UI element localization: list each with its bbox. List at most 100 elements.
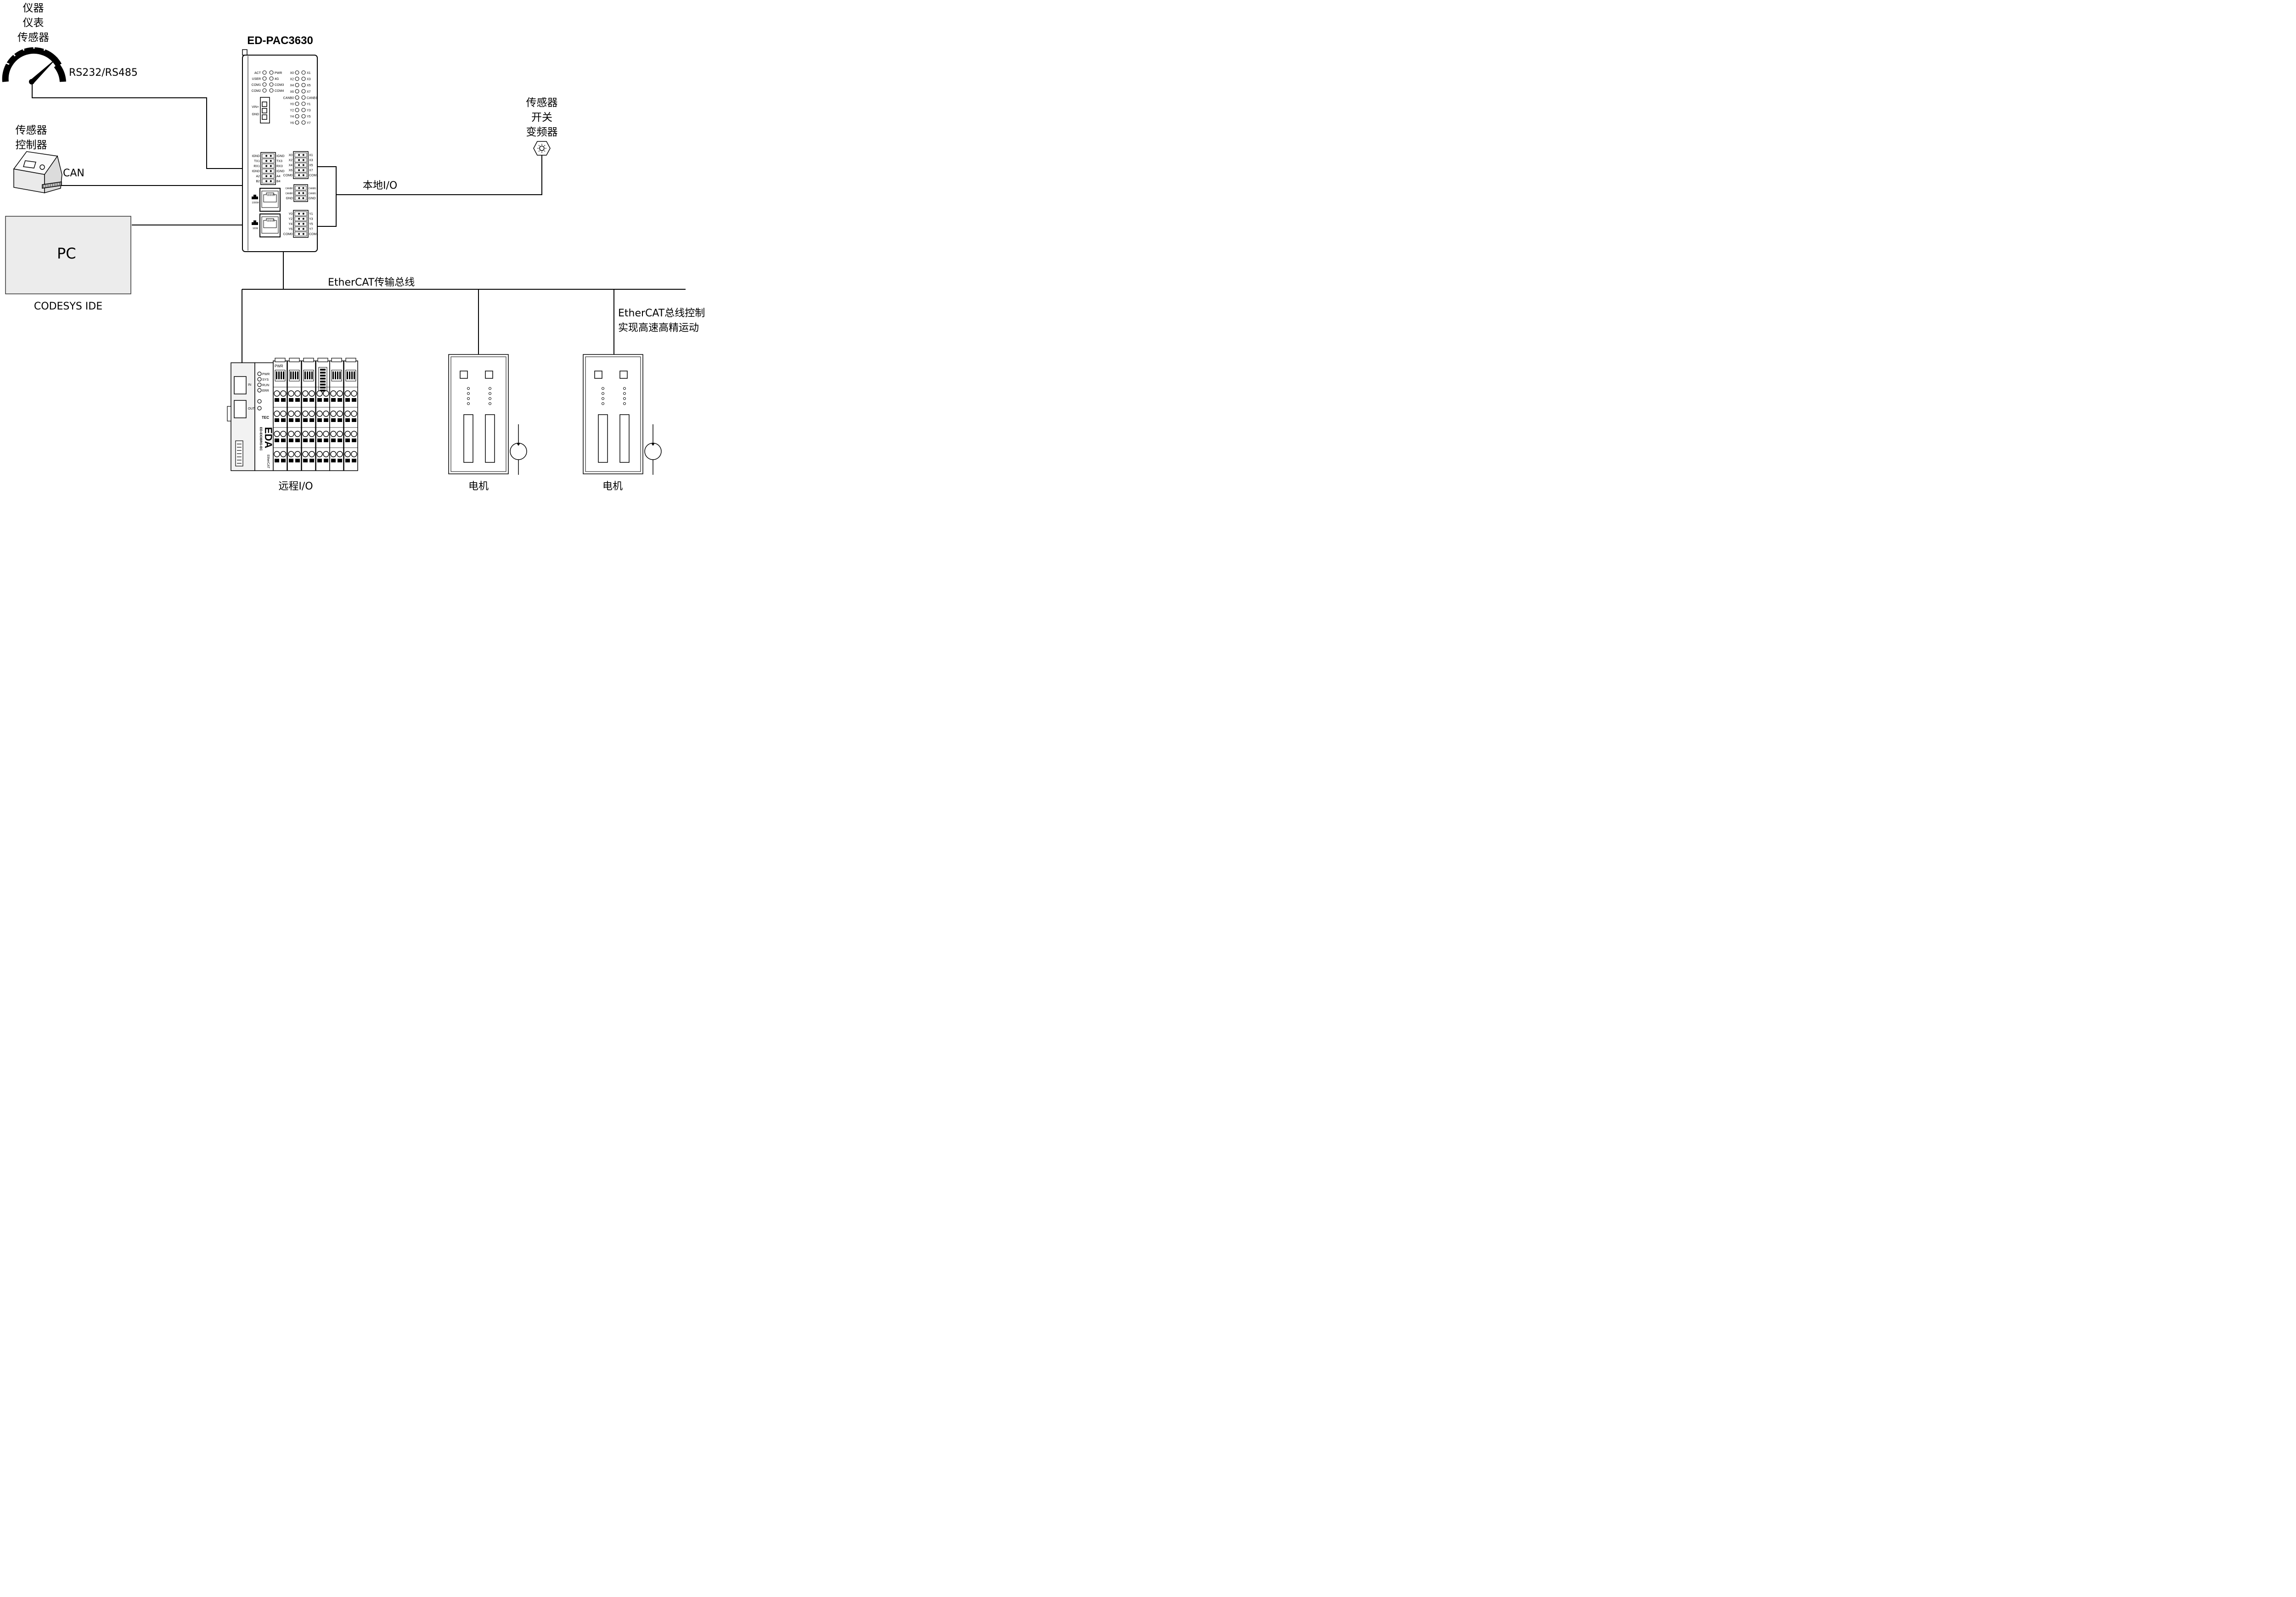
- led-indicator: [295, 114, 299, 118]
- led-label: Y2: [290, 109, 294, 112]
- controller-title: ED-PAC3630: [247, 34, 313, 47]
- drive-led: [489, 397, 491, 400]
- terminal-screw: [298, 169, 300, 171]
- spring-terminal: [337, 410, 343, 417]
- sensor-switch-line: 传感器: [526, 97, 558, 109]
- terminal-slot: [294, 157, 307, 163]
- module-led: [351, 371, 353, 379]
- led-indicator: [295, 95, 299, 100]
- led-label: X5: [307, 84, 311, 87]
- ethercat-bus-label: EtherCAT传输总线: [328, 277, 415, 288]
- coupler-led: [257, 371, 262, 376]
- led-indicator: [301, 83, 306, 87]
- module-led: [297, 371, 298, 379]
- module-led: [349, 371, 350, 379]
- spring-terminal: [302, 390, 309, 397]
- terminal-label: IGND: [276, 170, 285, 173]
- terminal-label: Y4: [288, 223, 293, 226]
- instrument-line: 传感器: [17, 32, 49, 44]
- spring-terminal: [288, 431, 294, 437]
- module-led: [332, 371, 334, 379]
- ethernet-socket: [263, 192, 277, 202]
- spring-terminal: [337, 390, 343, 397]
- spring-terminal: [337, 451, 343, 457]
- led-label: X3: [307, 78, 311, 81]
- led-label: X1: [307, 72, 311, 75]
- led-indicator: [295, 120, 299, 125]
- led-label: Y7: [307, 122, 311, 125]
- led-label: X0: [290, 72, 294, 75]
- led-indicator: [295, 70, 299, 75]
- pc-box: [5, 216, 131, 294]
- terminal-screw: [298, 218, 300, 220]
- terminal-slot: [294, 168, 307, 173]
- drive-led: [602, 402, 604, 405]
- terminal-screw: [298, 174, 300, 176]
- module-led: [347, 371, 348, 379]
- led-label: COM2: [252, 90, 261, 93]
- led-label: X6: [290, 90, 294, 94]
- terminal-slot: [294, 163, 307, 168]
- led-indicator: [269, 76, 274, 81]
- terminal-screw: [265, 180, 268, 182]
- module-led: [295, 371, 296, 379]
- module-led-panel: [345, 370, 356, 382]
- terminal-label: TX3: [276, 160, 282, 163]
- led-label: Y0: [290, 103, 294, 106]
- terminal-slot: [303, 418, 308, 422]
- terminal-label: COM1: [309, 233, 318, 236]
- ethernet-socket: [263, 218, 277, 228]
- spring-terminal: [309, 390, 315, 397]
- terminal-screw: [265, 170, 268, 172]
- terminal-screw: [302, 174, 304, 176]
- terminal-label: A2: [256, 175, 260, 178]
- network-icon: [252, 197, 258, 199]
- dip-switch: [320, 389, 326, 392]
- spring-terminal: [344, 410, 351, 417]
- terminal-slot: [338, 398, 342, 402]
- terminal-screw: [270, 165, 272, 167]
- dip-switch: [320, 375, 326, 377]
- drive-inner-frame: [450, 356, 506, 472]
- terminal-label: Y0: [288, 213, 293, 216]
- drive-led: [467, 392, 470, 395]
- terminal-label: RX1: [253, 165, 260, 168]
- terminal-label: Y5: [309, 223, 313, 226]
- terminal-slot: [295, 439, 300, 442]
- terminal-label: X7: [309, 169, 313, 172]
- dip-switch: [320, 371, 326, 374]
- coupler-led-label: RUN: [262, 384, 269, 387]
- ethercat-note: EtherCAT总线控制 实现高速高精运动: [618, 306, 705, 336]
- sensor-switch-line: 开关: [531, 112, 552, 124]
- spring-terminal: [351, 451, 357, 457]
- module-led: [307, 371, 308, 379]
- ethercat-in-port: [234, 376, 247, 394]
- terminal-slot: [294, 152, 307, 157]
- spring-terminal: [288, 451, 294, 457]
- spring-terminal: [280, 390, 287, 397]
- led-indicator: [301, 120, 306, 125]
- terminal-slot: [275, 418, 279, 422]
- led-indicator: [301, 95, 306, 100]
- led-indicator: [301, 77, 306, 81]
- io-module-latch: [303, 358, 314, 362]
- terminal-label: A4: [276, 175, 281, 178]
- drive-led: [467, 402, 470, 405]
- terminal-screw: [302, 233, 304, 235]
- led-label: COM1: [252, 84, 261, 87]
- terminal-slot: [281, 439, 286, 442]
- instrument-line: 仪器: [23, 2, 44, 14]
- sensor-switch-icon: [533, 141, 551, 156]
- drive-display: [460, 371, 468, 379]
- spring-terminal: [309, 451, 315, 457]
- power-label: GND: [252, 113, 259, 116]
- terminal-slot: [262, 153, 275, 158]
- drive-led: [602, 387, 604, 390]
- spring-terminal: [280, 451, 287, 457]
- io-module-latch: [289, 358, 300, 362]
- terminal-slot: [345, 439, 350, 442]
- terminal-screw: [302, 192, 304, 194]
